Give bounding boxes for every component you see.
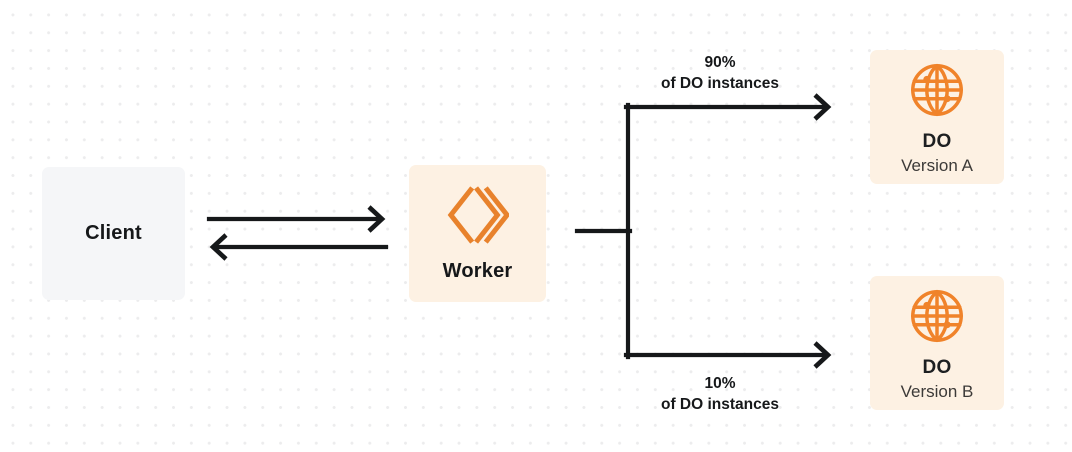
node-do-version-b-title: DO bbox=[922, 356, 952, 378]
node-do-version-b-subtitle: Version B bbox=[900, 381, 974, 401]
edge-label-do-a-caption: of DO instances bbox=[661, 74, 779, 92]
edge-label-do-b: 10% of DO instances bbox=[610, 374, 830, 415]
edge-label-do-a: 90% of DO instances bbox=[610, 53, 830, 94]
edge-worker-to-client bbox=[209, 233, 389, 261]
node-do-version-a-title: DO bbox=[922, 130, 952, 152]
edge-worker-branch-group bbox=[574, 93, 832, 369]
node-worker-label: Worker bbox=[442, 260, 513, 282]
node-worker: Worker bbox=[409, 165, 546, 302]
edge-worker-to-do-b bbox=[623, 341, 832, 369]
edge-label-do-b-percent: 10% bbox=[704, 375, 736, 392]
node-do-version-a: DO Version A bbox=[870, 50, 1004, 184]
edge-worker-to-do-a bbox=[623, 93, 832, 121]
node-do-version-b: DO Version B bbox=[870, 276, 1004, 410]
edge-client-to-worker bbox=[206, 205, 386, 233]
edge-label-do-a-percent: 90% bbox=[704, 54, 736, 71]
edge-label-do-b-caption: of DO instances bbox=[661, 395, 779, 413]
globe-icon bbox=[906, 59, 968, 121]
node-client-label: Client bbox=[85, 222, 142, 244]
edge-client-worker-group bbox=[206, 205, 389, 261]
node-client: Client bbox=[42, 167, 185, 300]
globe-icon bbox=[906, 285, 968, 347]
cloudflare-workers-icon bbox=[447, 184, 509, 246]
node-do-version-a-subtitle: Version A bbox=[901, 155, 973, 175]
